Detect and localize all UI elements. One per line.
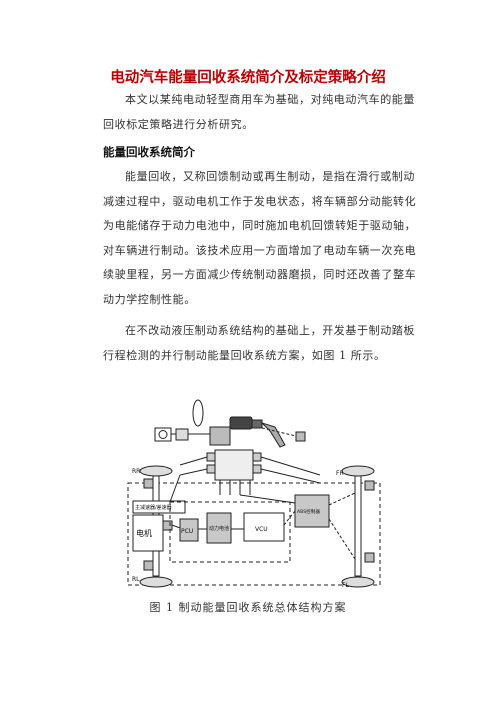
label-battery: 动力电池 (209, 525, 229, 532)
scheme-line-2: 行程检测的并行制动能量回收系统方案，如图 1 所示。 (103, 348, 386, 362)
hydraulic-unit-icon (214, 449, 254, 481)
body-line-4: 对车辆进行制动。该技术应用一方面增加了电动车辆一次充电 (103, 243, 417, 257)
wheel-rr-icon (139, 465, 173, 477)
body-line-3: 为电能储存于动力电池中，同时施加电机回馈转矩于驱动轴， (103, 219, 417, 232)
label-rr: RR (132, 468, 140, 475)
brake-pedal-sensor-icon (192, 399, 204, 427)
section-heading: 能量回收系统简介 (103, 145, 195, 159)
label-vcu: VCU (255, 526, 268, 533)
valve-box-icon (175, 428, 189, 441)
sensor-box-icon (154, 427, 172, 442)
system-frame (127, 482, 381, 586)
wheel-rl-icon (139, 576, 173, 588)
label-fl: FL (342, 582, 349, 589)
label-pcu: PCU (181, 528, 193, 535)
body-line-2: 减速过程中，驱动电机工作于发电状态，将车辆部分动能转化 (103, 194, 417, 208)
abs-controller-box (294, 494, 330, 528)
battery-box (206, 512, 232, 544)
wheel-fr-icon (341, 465, 375, 477)
label-motor: 电机 (136, 528, 152, 538)
intro-line-2: 回收标定策略进行分析研究。 (103, 117, 254, 131)
motor-box (132, 514, 164, 552)
label-gearbox: 主减速器/差速器 (135, 504, 172, 511)
brake-pedal-icon (261, 422, 286, 448)
body-line-5: 续驶里程，另一方面减少传统制动器磨损，同时还改善了整车 (103, 268, 417, 281)
body-paragraph: 能量回收，又称回馈制动或再生制动，是指在滑行或制动 减速过程中，驱动电机工作于发… (103, 165, 421, 312)
wheel-fl-icon (341, 576, 375, 588)
brake-energy-recovery-diagram: RR FR RL FL 主减速器/差速器 电机 PCU 动力电池 VCU ABS… (127, 399, 381, 589)
label-abs: ABS控制器 (297, 508, 320, 515)
pcu-box (179, 518, 199, 542)
label-fr: FR (336, 470, 344, 477)
master-cylinder-icon (229, 416, 253, 430)
document-title: 电动汽车能量回收系统简介及标定策略介绍 (110, 70, 386, 86)
scheme-line-1: 在不改动液压制动系统结构的基础上，开发基于制动踏板 (125, 324, 415, 337)
label-rl: RL (132, 576, 140, 583)
intro-paragraph: 本文以某纯电动轻型商用车为基础，对纯电动汽车的能量 回收标定策略进行分析研究。 (103, 88, 421, 137)
body-line-6: 动力学控制性能。 (103, 292, 196, 306)
gearbox-box (132, 500, 186, 514)
vcu-box (243, 512, 285, 542)
figure-caption: 图 1 制动能量回收系统总体结构方案 (149, 601, 347, 614)
intro-line-1: 本文以某纯电动轻型商用车为基础，对纯电动汽车的能量 (125, 93, 415, 106)
body-line-1: 能量回收，又称回馈制动或再生制动，是指在滑行或制动 (125, 170, 415, 183)
scheme-paragraph: 在不改动液压制动系统结构的基础上，开发基于制动踏板 行程检测的并行制动能量回收系… (103, 319, 421, 368)
